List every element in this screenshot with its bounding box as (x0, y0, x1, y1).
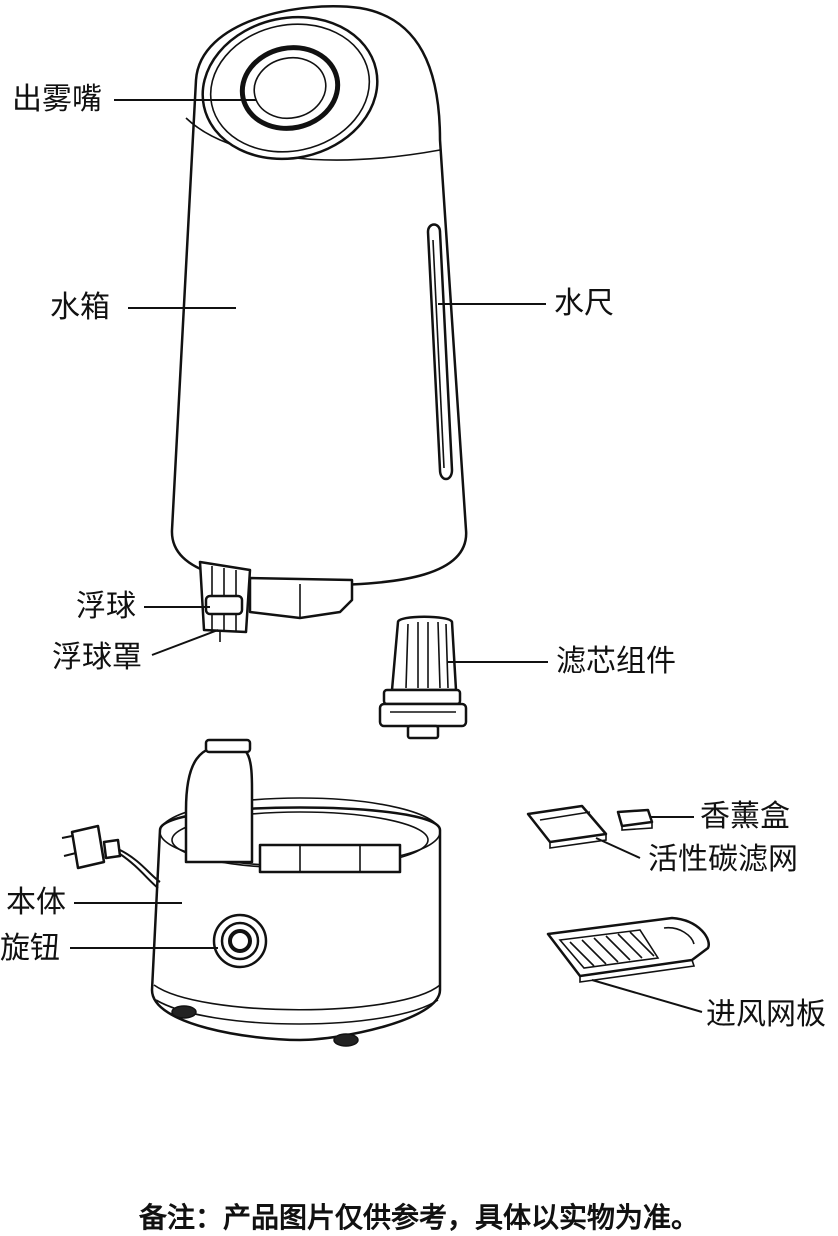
label-knob: 旋钮 (0, 931, 60, 966)
water-gauge-drawing (426, 223, 454, 481)
leader-float-cover (151, 629, 219, 656)
label-aroma-box: 香薰盒 (700, 799, 790, 834)
label-mist-nozzle: 出雾嘴 (12, 82, 102, 117)
label-body: 本体 (6, 885, 66, 920)
knob-drawing (212, 913, 268, 969)
label-float-cover: 浮球罩 (52, 640, 142, 675)
label-water-tank: 水箱 (50, 290, 110, 325)
leader-air-inlet (591, 979, 703, 1013)
leader-lines (70, 99, 703, 1013)
label-air-inlet-plate: 进风网板 (706, 997, 826, 1032)
label-float-ball: 浮球 (76, 589, 136, 624)
body-drawing (150, 738, 442, 1047)
label-filter-assembly: 滤芯组件 (556, 644, 676, 679)
air-inlet-plate-drawing (546, 916, 710, 983)
label-carbon-filter: 活性碳滤网 (648, 842, 798, 877)
label-water-gauge: 水尺 (554, 286, 614, 321)
aroma-box-drawing (616, 808, 654, 831)
filter-assembly-drawing (378, 615, 468, 740)
mist-nozzle-drawing (201, 15, 379, 161)
water-tank-drawing (170, 5, 468, 642)
float-cover-drawing (198, 560, 252, 642)
power-plug-drawing (61, 824, 161, 889)
disclaimer-note: 备注：产品图片仅供参考，具体以实物为准。 (138, 1201, 699, 1234)
carbon-filter-drawing (526, 804, 608, 849)
leader-carbon-filter (595, 837, 641, 859)
